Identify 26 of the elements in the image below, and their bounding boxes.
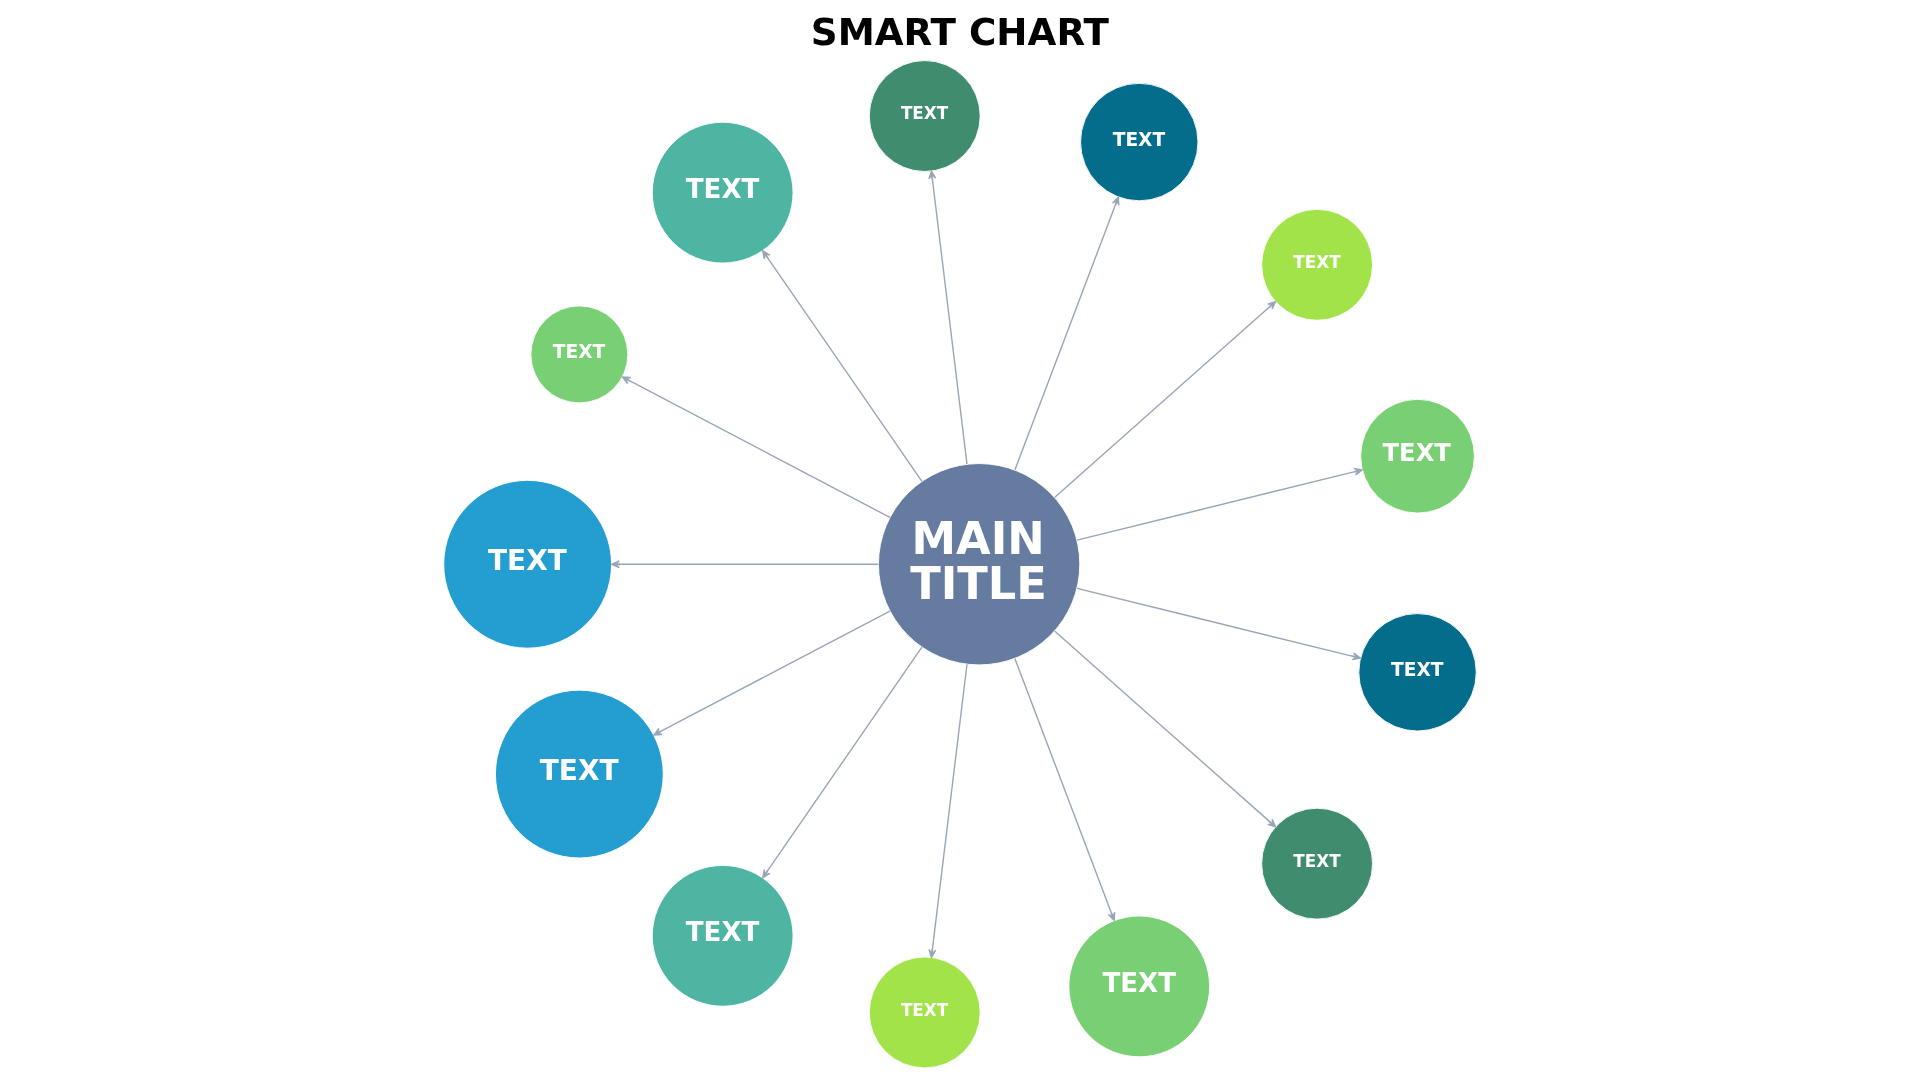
diagram-title: SMART CHART: [810, 9, 1109, 54]
arrow: [762, 250, 923, 482]
node-circle: MAIN TITLE: [878, 463, 1081, 666]
node-circle: TEXT: [1261, 208, 1374, 321]
arrow: [621, 376, 891, 519]
node-circle: TEXT: [868, 956, 981, 1069]
node-circle: TEXT: [651, 121, 794, 264]
arrow: [928, 170, 968, 465]
node-circle: TEXT: [1358, 613, 1477, 732]
arrow: [653, 610, 891, 736]
arrow: [762, 646, 923, 879]
node-circle: TEXT: [868, 60, 981, 172]
node-circle: TEXT: [443, 479, 612, 649]
arrow: [1014, 196, 1120, 471]
arrow: [1076, 467, 1363, 541]
arrow: [1014, 657, 1116, 922]
arrow: [1053, 630, 1277, 828]
arrow: [611, 560, 880, 569]
arrow: [1053, 300, 1277, 499]
node-circle: TEXT: [1080, 82, 1199, 202]
node-circle: TEXT: [1360, 398, 1475, 514]
arrow: [928, 663, 968, 959]
node-circle: TEXT: [530, 305, 629, 404]
node-circle: TEXT: [1068, 915, 1211, 1058]
node-circle: TEXT: [1261, 807, 1374, 920]
arrow: [1076, 587, 1361, 661]
